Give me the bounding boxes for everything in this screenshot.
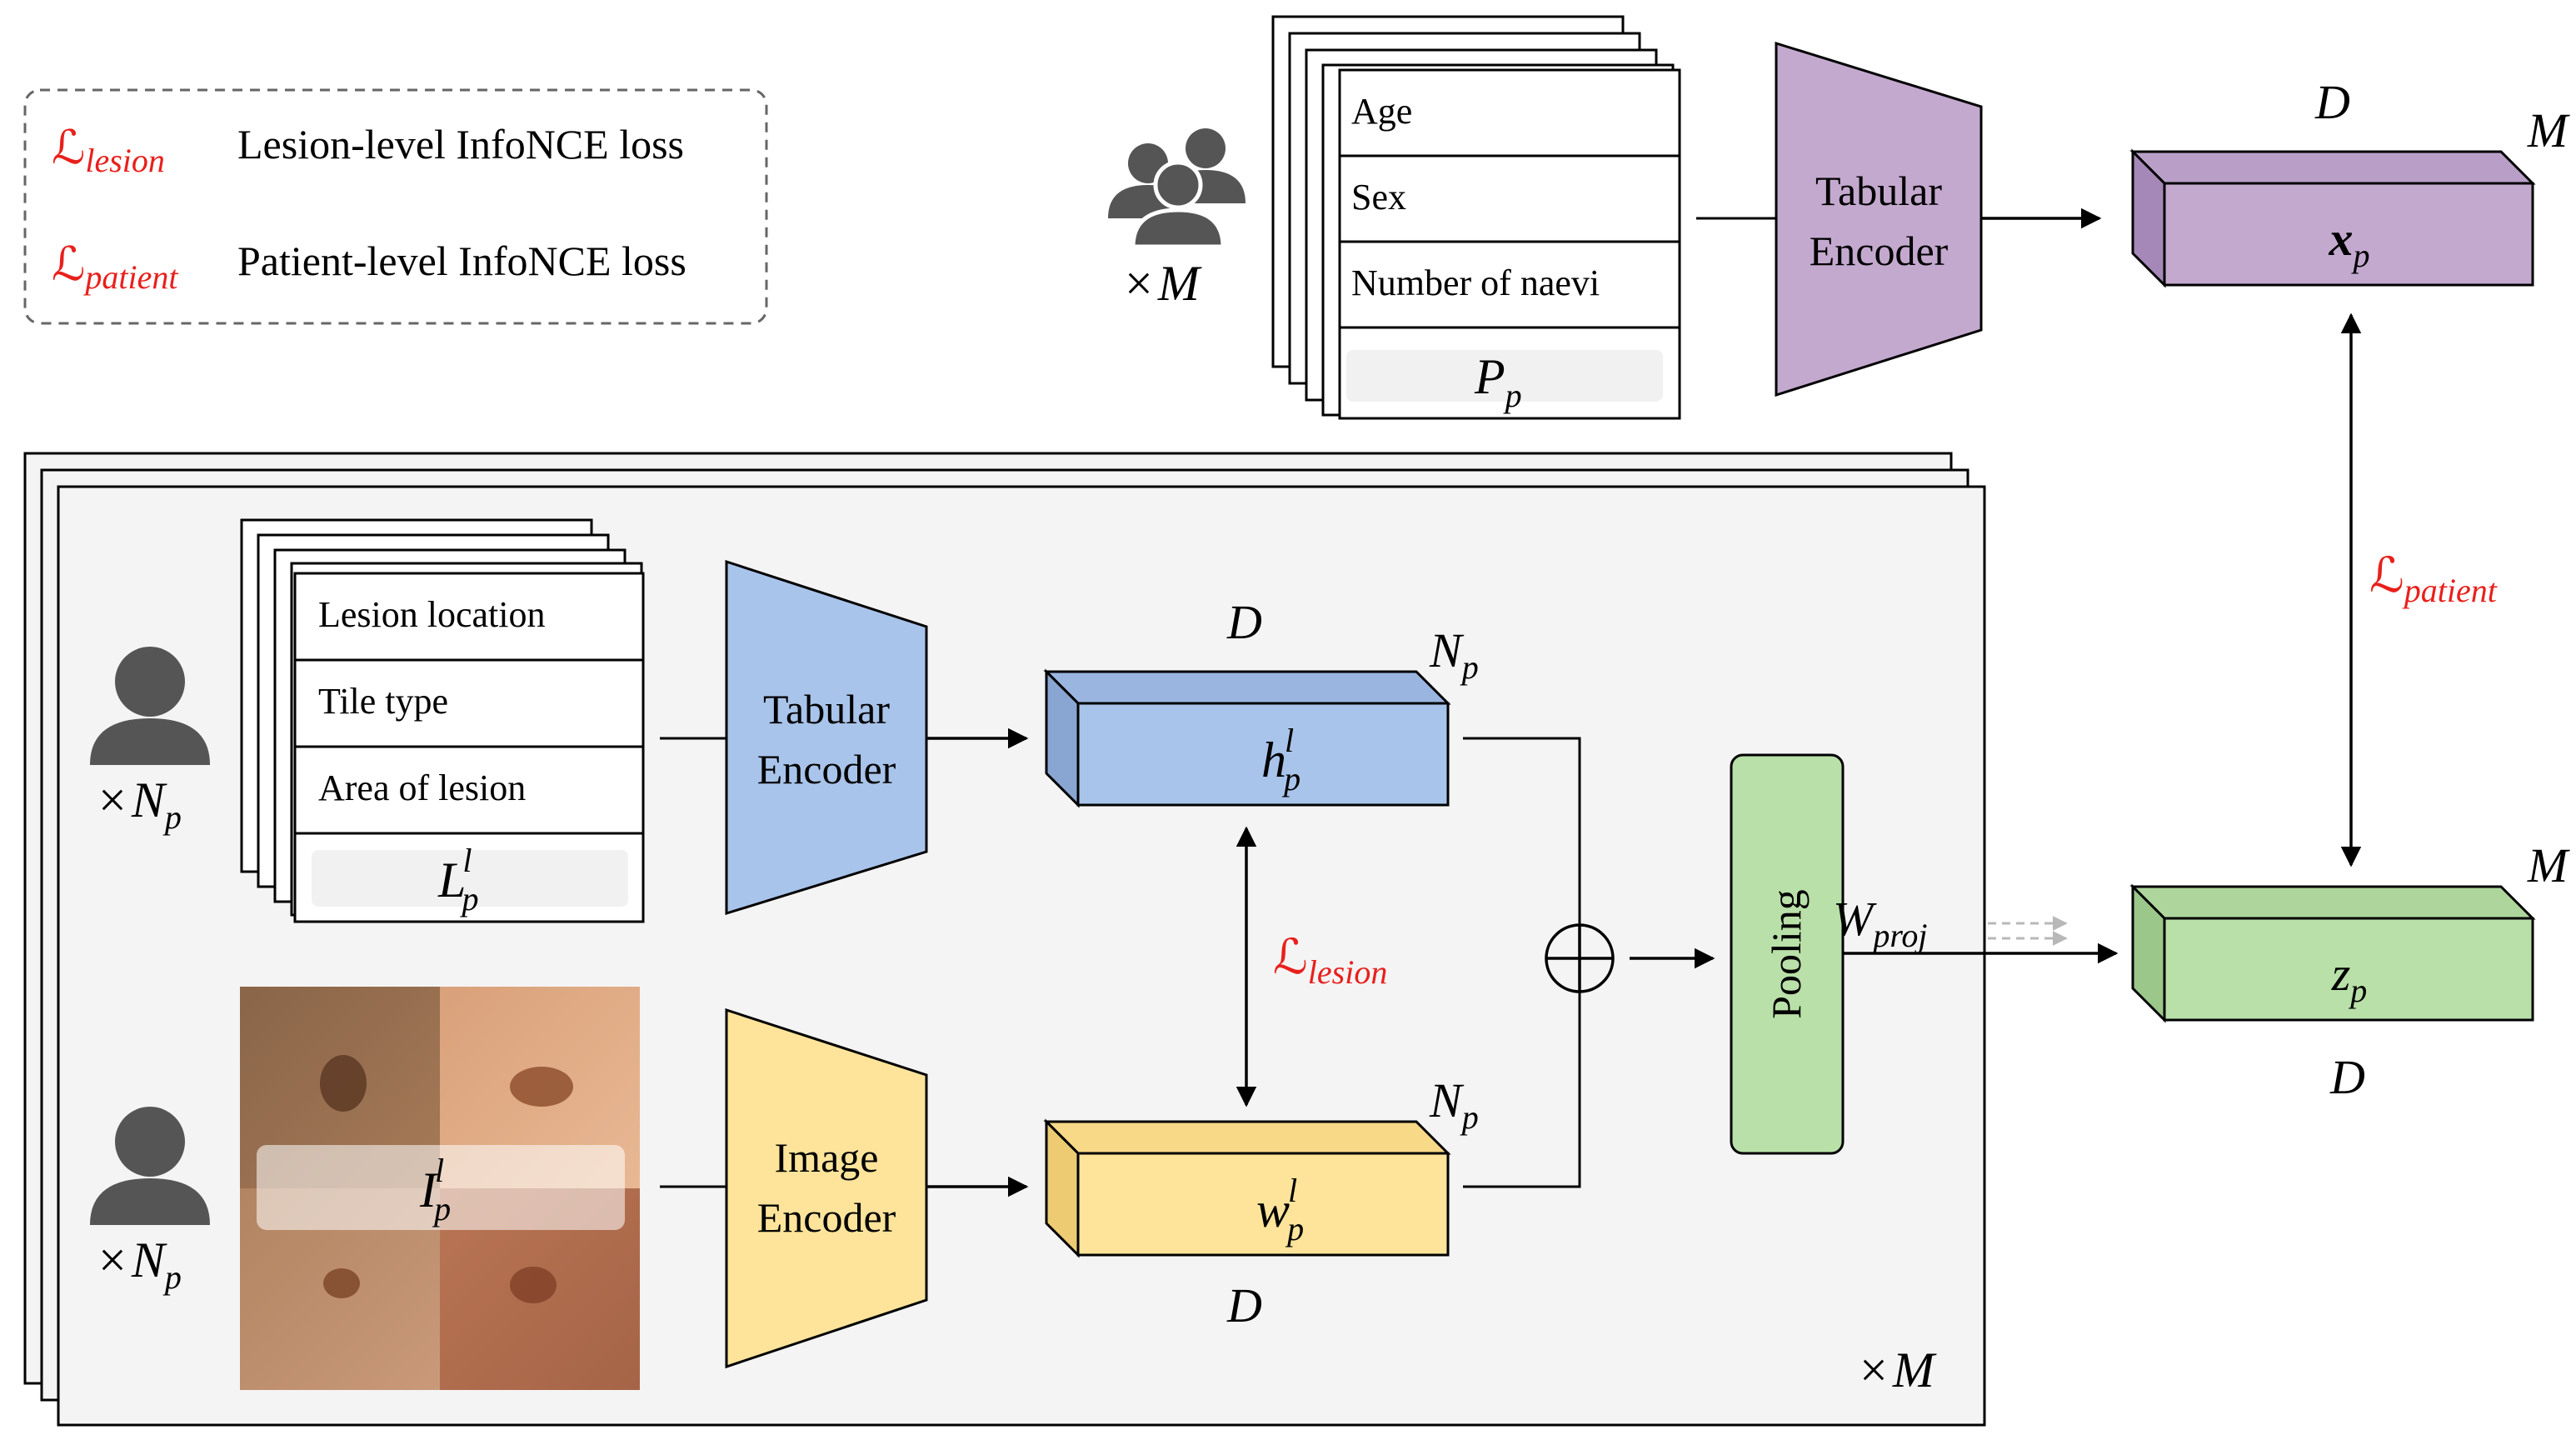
lesion-field-location: Lesion location xyxy=(318,594,546,635)
w-dim-N: Np xyxy=(1429,1073,1479,1136)
svg-text:Tabular: Tabular xyxy=(763,686,890,732)
svg-text:hlp: hlp xyxy=(1261,722,1300,798)
person-icon-image xyxy=(90,1107,210,1225)
patient-embedding-xp: xp xyxy=(2129,148,2536,288)
connector-h-concat xyxy=(1463,737,1581,925)
xp-dim-M: M xyxy=(2527,103,2570,158)
concat-operator-icon xyxy=(1545,923,1615,993)
w-dim-D: D xyxy=(1226,1278,1262,1332)
connector-w-concat xyxy=(1463,992,1581,1188)
projection-label: Wproj xyxy=(1833,892,1928,954)
output-embedding-zp: zp xyxy=(2129,883,2536,1023)
h-dim-N: Np xyxy=(1429,623,1479,686)
image-encoder: Image Encoder xyxy=(725,1008,928,1369)
patient-group-icon xyxy=(1108,128,1246,249)
legend-patient-text: Patient-level InfoNCE loss xyxy=(237,238,686,284)
pooling-block: Pooling xyxy=(1730,753,1845,1155)
zp-dim-M: M xyxy=(2527,838,2570,892)
patient-table-stack: Age Sex Number of naevi Pp xyxy=(1271,15,1681,420)
legend: ℒlesion Lesion-level InfoNCE loss ℒpatie… xyxy=(23,88,768,325)
lesion-field-tile: Tile type xyxy=(318,681,448,722)
lesion-tabular-encoder: Tabular Encoder xyxy=(725,559,928,916)
legend-box xyxy=(23,88,768,325)
lesion-table-stack: Lesion location Tile type Area of lesion… xyxy=(240,518,645,923)
svg-text:Encoder: Encoder xyxy=(757,746,896,792)
h-dim-D: D xyxy=(1226,595,1262,649)
lesion-count-image: ×Np xyxy=(98,1232,182,1296)
svg-text:xp: xp xyxy=(2329,212,2370,274)
svg-text:Tabular: Tabular xyxy=(1815,168,1942,214)
svg-text:zp: zp xyxy=(2331,947,2368,1009)
legend-patient-symbol: ℒpatient xyxy=(52,239,178,296)
lesion-count-tabular: ×Np xyxy=(98,772,182,836)
patient-count: ×M xyxy=(1125,256,1202,311)
person-icon-tabular xyxy=(90,647,210,765)
zp-dim-D: D xyxy=(2329,1050,2365,1104)
svg-text:Encoder: Encoder xyxy=(757,1194,896,1241)
svg-text:Image: Image xyxy=(775,1134,879,1181)
lesion-loss-label: ℒlesion xyxy=(1273,930,1387,991)
svg-text:wlp: wlp xyxy=(1256,1172,1304,1248)
svg-text:Pooling: Pooling xyxy=(1763,889,1810,1019)
panel-stack-count: ×M xyxy=(1860,1342,1937,1398)
patient-field-age: Age xyxy=(1351,91,1412,132)
xp-dim-D: D xyxy=(2314,75,2350,129)
legend-lesion-symbol: ℒlesion xyxy=(52,122,165,179)
patient-table-label: Pp xyxy=(1474,349,1522,414)
patient-tabular-encoder: Tabular Encoder xyxy=(1775,41,1983,398)
patient-field-sex: Sex xyxy=(1351,177,1406,218)
patient-field-naevi: Number of naevi xyxy=(1351,262,1600,303)
lesion-field-area: Area of lesion xyxy=(318,768,526,808)
patient-loss-label: ℒpatient xyxy=(2369,548,2498,609)
legend-lesion-text: Lesion-level InfoNCE loss xyxy=(237,121,684,168)
svg-text:Encoder: Encoder xyxy=(1810,228,1949,274)
